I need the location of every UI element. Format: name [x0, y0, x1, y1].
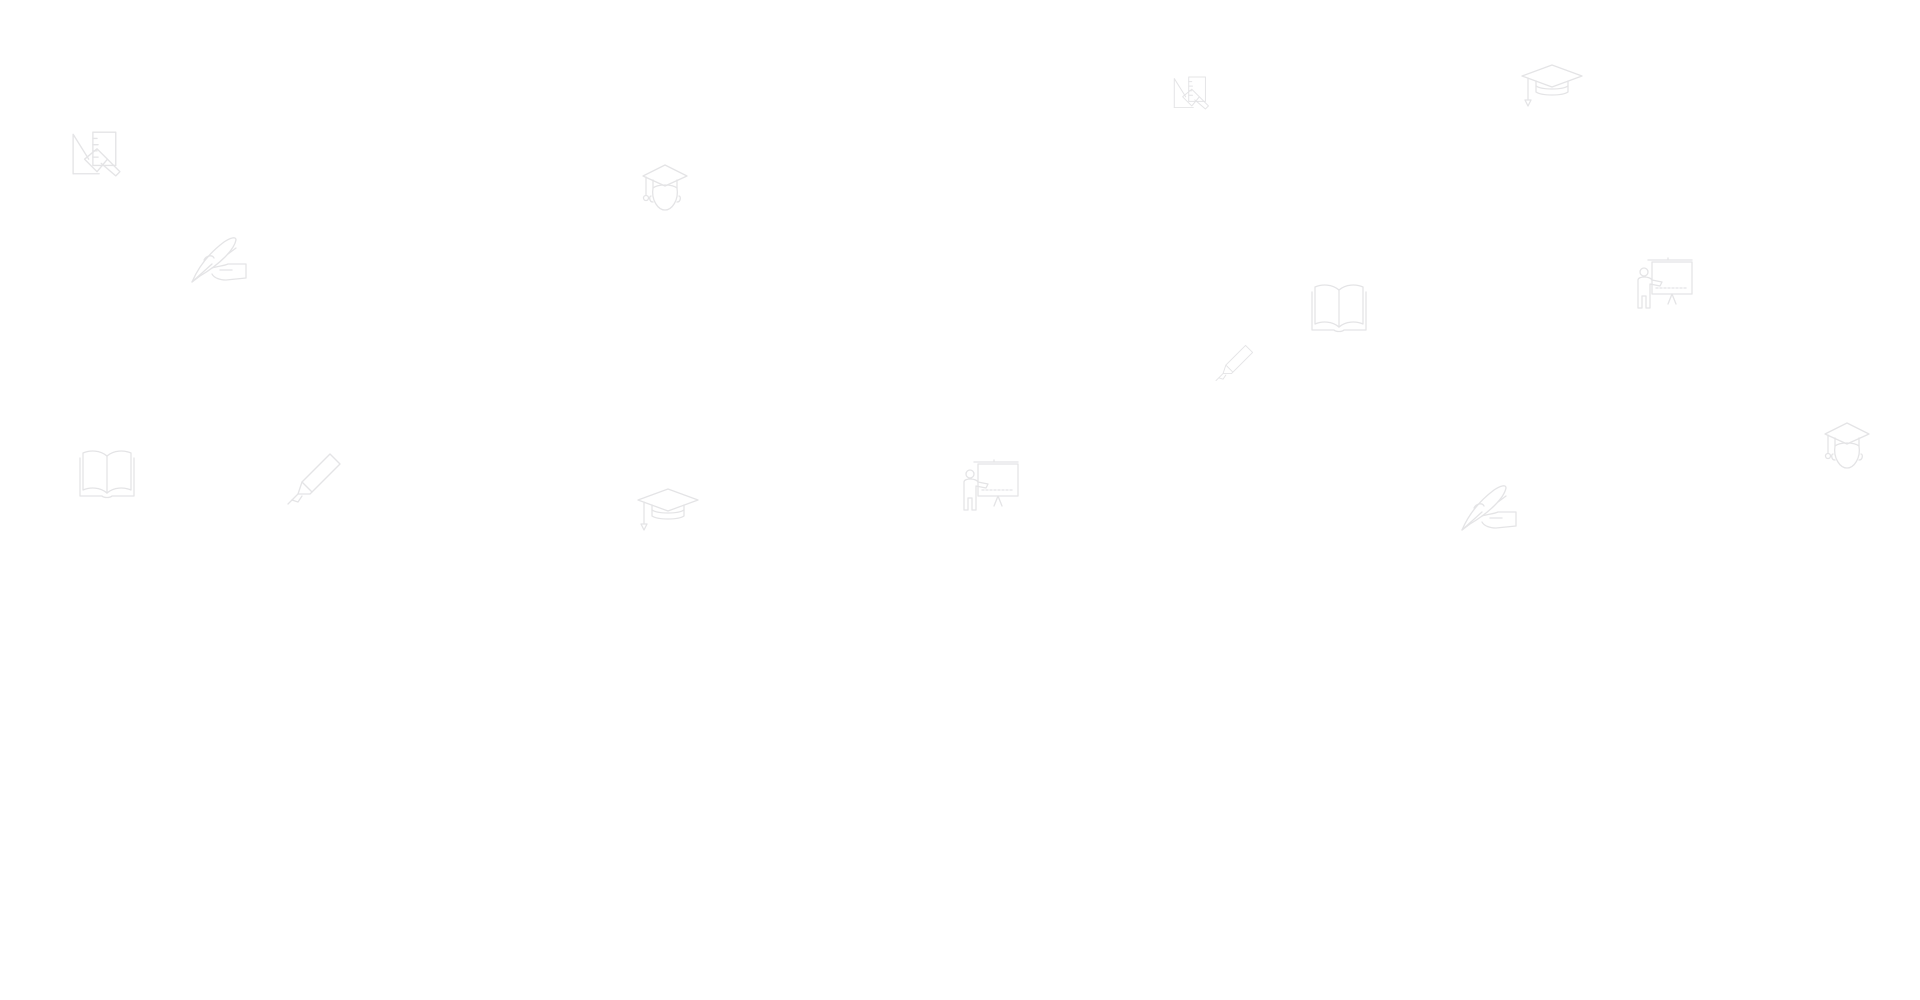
highlighter-pen-icon [1215, 344, 1254, 382]
teacher-presentation-board-icon [1636, 256, 1694, 310]
open-book-icon [1310, 280, 1368, 334]
open-book-icon [78, 446, 136, 500]
teacher-presentation-board-icon [962, 458, 1020, 512]
quill-writing-hand-icon [190, 236, 248, 284]
graduation-cap-icon [636, 486, 700, 534]
graduate-student-icon [1822, 420, 1872, 470]
highlighter-pen-icon [287, 452, 342, 506]
graduate-student-icon [640, 162, 690, 212]
graduation-cap-icon [1520, 62, 1584, 110]
quill-writing-hand-icon [1460, 484, 1518, 532]
drafting-tools-icon [70, 128, 122, 180]
drafting-tools-icon [1172, 74, 1210, 112]
